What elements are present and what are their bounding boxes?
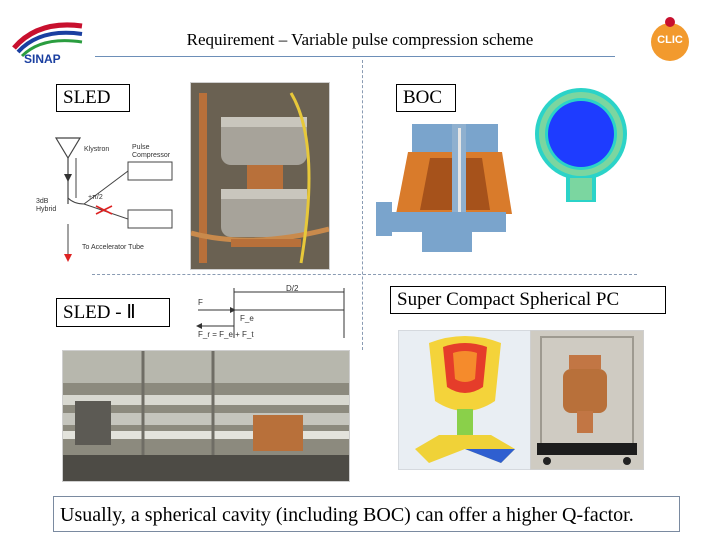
sled-label: SLED xyxy=(56,84,130,112)
hybrid-label: 3dB Hybrid xyxy=(36,198,57,213)
scs-prototype-photo xyxy=(530,330,644,470)
sled2-f-label: F xyxy=(198,298,203,307)
sled2-fe-label: F_e xyxy=(240,314,254,323)
page-title: Requirement – Variable pulse compression… xyxy=(186,30,534,49)
phase-label: +π/2 xyxy=(88,194,103,201)
scs-pc-label: Super Compact Spherical PC xyxy=(390,286,666,314)
boc-cutaway xyxy=(372,118,528,268)
vertical-divider xyxy=(362,60,363,350)
sled2-photo xyxy=(62,350,350,482)
sled-schematic: Klystron Pulse Compressor 3dB Hybrid +π/… xyxy=(36,128,186,268)
clic-logo-text: CLIC xyxy=(657,34,683,46)
sled-photo xyxy=(190,82,330,270)
sinap-logo: SINAP xyxy=(8,12,90,68)
clic-logo: CLIC xyxy=(648,14,692,66)
boc-label: BOC xyxy=(396,84,456,112)
accelerator-label: To Accelerator Tube xyxy=(82,244,144,251)
boc-field-pattern xyxy=(526,86,636,204)
header-divider xyxy=(95,56,615,57)
sled2-schematic: D/2 F F_e F_r = F_e + F_t xyxy=(194,284,352,342)
sled2-sum-label: F_r = F_e + F_t xyxy=(198,330,254,339)
conclusion-caption: Usually, a spherical cavity (including B… xyxy=(53,496,680,532)
sled2-label: SLED - Ⅱ xyxy=(56,298,170,327)
sled2-length-label: D/2 xyxy=(286,284,299,293)
sinap-logo-text: SINAP xyxy=(24,52,61,66)
pulse-compressor-label: Pulse Compressor xyxy=(132,144,171,159)
klystron-label: Klystron xyxy=(84,146,110,153)
horizontal-divider xyxy=(92,274,637,275)
scs-field-simulation xyxy=(398,330,532,470)
